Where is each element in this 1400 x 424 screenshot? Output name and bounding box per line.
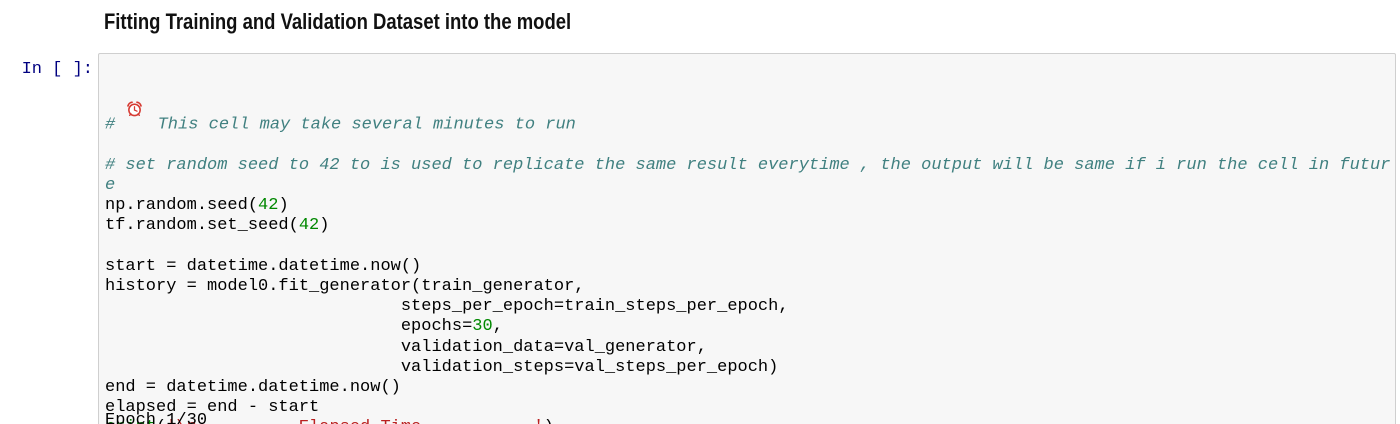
code-token: ) (544, 418, 554, 424)
code-token: ) (319, 216, 330, 236)
code-line: end = datetime.datetime.now() (105, 378, 1395, 398)
code-line: validation_steps=val_steps_per_epoch) (105, 358, 1395, 378)
code-token: validation_steps=val_steps_per_epoch) (105, 357, 779, 377)
cell-input-prompt: In [ ]: (21, 60, 93, 79)
code-token: validation_data=val_generator, (105, 337, 707, 357)
code-token: elapsed = end - start (105, 398, 320, 418)
code-token: start = datetime.datetime.now() (105, 256, 422, 276)
code-editor[interactable]: # This cell may take several minutes to … (105, 60, 1395, 424)
code-line (105, 136, 1395, 156)
code-line: # set random seed to 42 to is used to re… (105, 156, 1395, 196)
code-line: elapsed = end - start (105, 398, 1395, 418)
code-token: tf.random.set_seed( (105, 216, 299, 236)
code-line: validation_data=val_generator, (105, 338, 1395, 358)
code-token: # set random seed to 42 to is used to re… (105, 155, 1391, 195)
code-token: ( (156, 418, 166, 424)
code-line: steps_per_epoch=train_steps_per_epoch, (105, 297, 1395, 317)
code-line (105, 237, 1395, 257)
code-line: tf.random.set_seed(42) (105, 216, 1395, 236)
code-line: np.random.seed(42) (105, 196, 1395, 216)
code-token: steps_per_epoch=train_steps_per_epoch, (105, 297, 789, 317)
code-line: epochs=30, (105, 317, 1395, 337)
code-token: end = datetime.datetime.now() (105, 378, 401, 398)
code-line: history = model0.fit_generator(train_gen… (105, 277, 1395, 297)
code-token: This cell may take several minutes to ru… (147, 115, 576, 135)
code-line: start = datetime.datetime.now() (105, 257, 1395, 277)
code-token: 42 (258, 196, 279, 216)
code-line: # This cell may take several minutes to … (105, 60, 1395, 136)
code-token: 42 (298, 216, 320, 236)
code-token: np.random.seed( (105, 196, 259, 216)
code-token: ) (278, 196, 289, 216)
code-token: history = model0.fit_generator(train_gen… (105, 277, 585, 296)
section-heading: Fitting Training and Validation Dataset … (104, 9, 572, 34)
code-token: , (492, 317, 503, 337)
alarm-clock-icon (126, 60, 143, 117)
code-cell-input-area[interactable]: # This cell may take several minutes to … (98, 53, 1396, 424)
code-token: '\n ---------Elapsed Time-----------' (166, 418, 543, 424)
output-epoch-line: Epoch 1/30 (105, 411, 208, 424)
code-line: print('\n ---------Elapsed Time---------… (105, 418, 1395, 424)
code-token: print (105, 418, 156, 424)
code-token: # (105, 115, 126, 135)
code-token: 30 (472, 317, 493, 337)
code-token: epochs= (105, 317, 473, 337)
